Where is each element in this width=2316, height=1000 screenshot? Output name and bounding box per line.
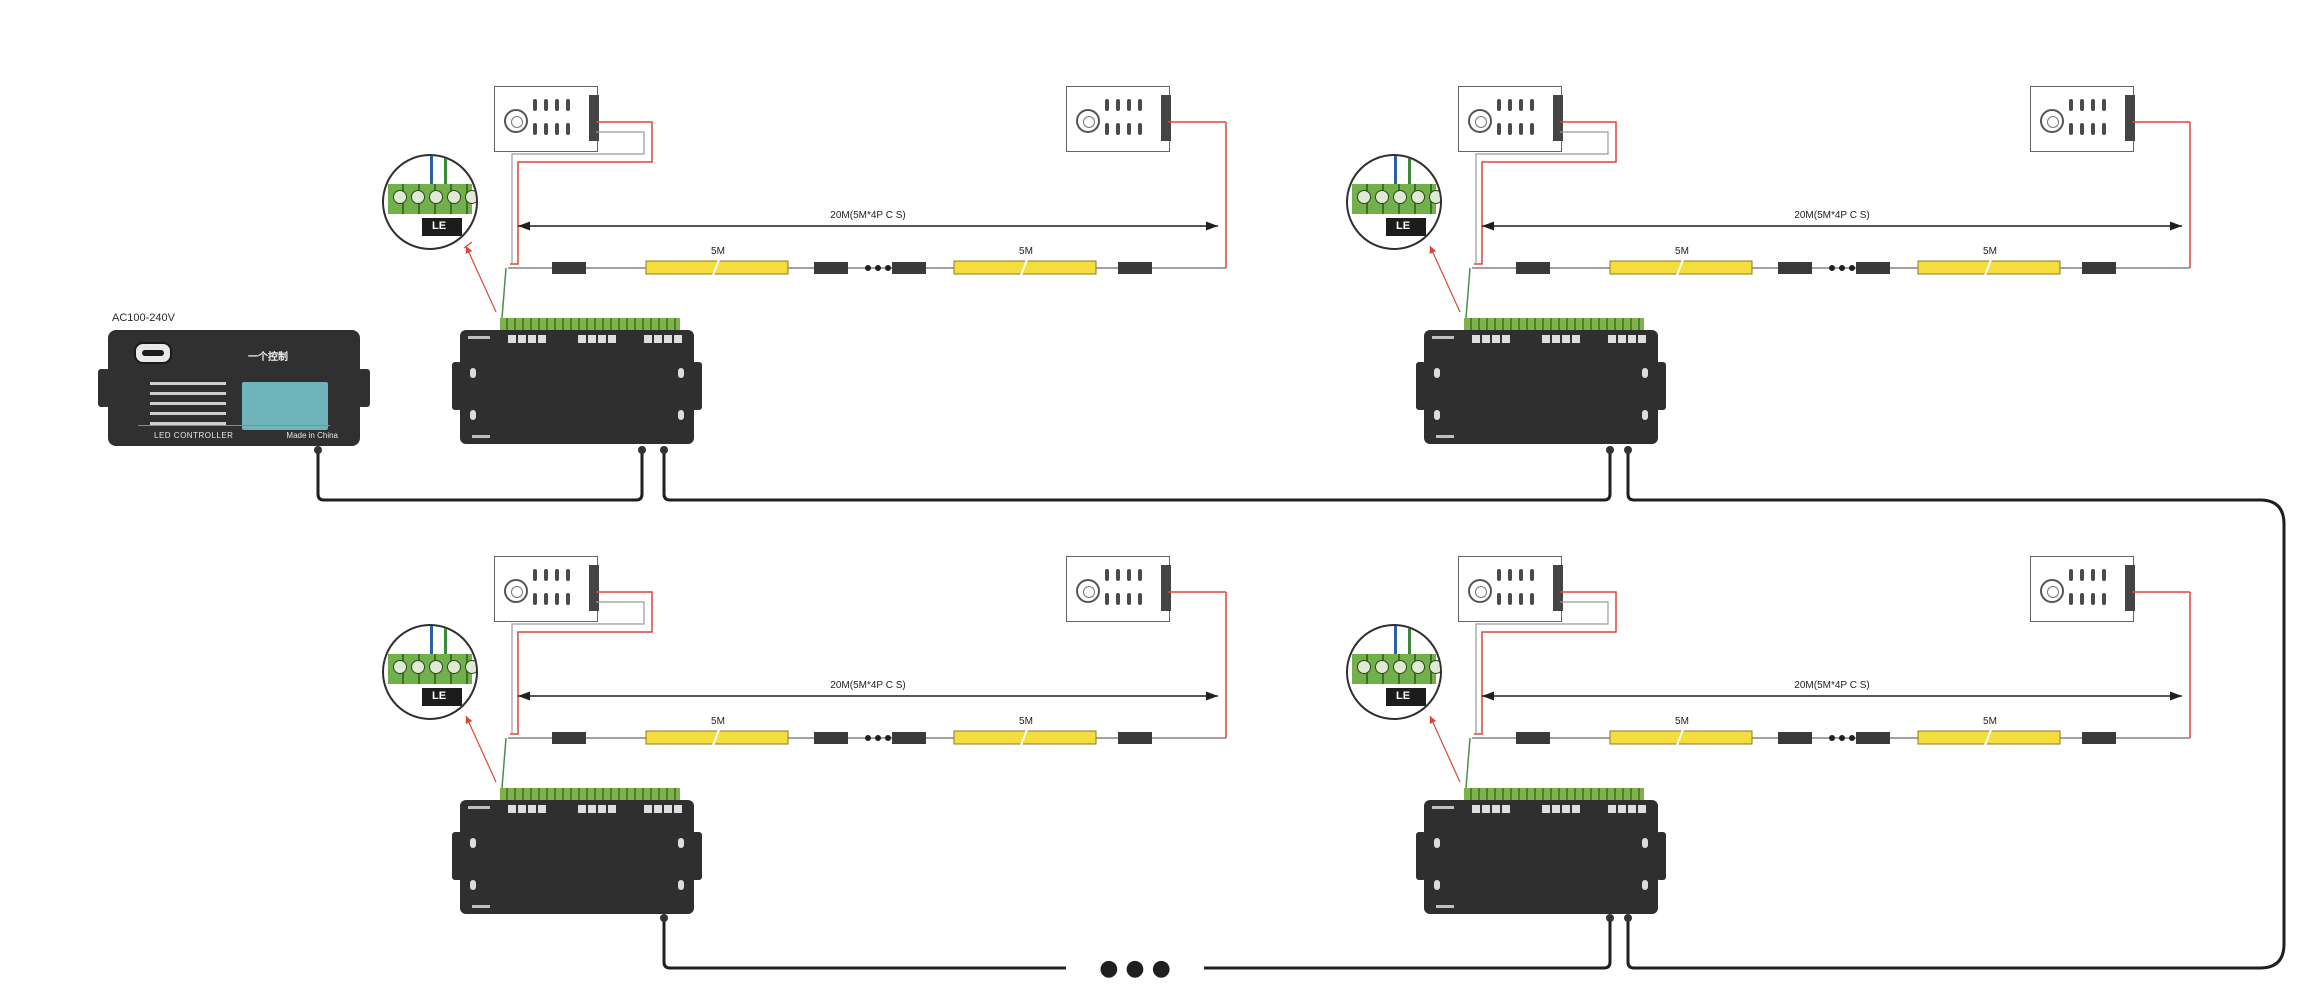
fan-icon (1076, 579, 1100, 603)
fan-icon (2040, 109, 2064, 133)
mount-tab (98, 369, 110, 407)
fan-icon (504, 109, 528, 133)
segment-label: 5M (1019, 716, 1033, 727)
controller-footer-right: Made in China (286, 431, 338, 440)
controller-footer-left: LED CONTROLLER (154, 431, 234, 440)
terminal-magnifier: LE (1346, 154, 1442, 250)
power-supply (2030, 86, 2135, 152)
strip-length-label: 20M(5M*4P C S) (830, 680, 905, 691)
magnifier-badge: LE (432, 220, 447, 232)
magnifier-badge: LE (1396, 690, 1411, 702)
controller-screen (242, 382, 328, 430)
spec-lines (150, 382, 226, 432)
terminal-block (1464, 788, 1644, 800)
power-supply (1458, 556, 1563, 622)
controller-brand-text: 一个控制 (248, 352, 288, 363)
receiver-unit-4 (1416, 788, 1666, 914)
segment-label: 5M (1019, 246, 1033, 257)
fan-icon (1468, 579, 1492, 603)
segment-label: 5M (1983, 246, 1997, 257)
terminal-block (500, 318, 680, 330)
segment-label: 5M (711, 246, 725, 257)
power-supply (1458, 86, 1563, 152)
terminal-magnifier: LE (1346, 624, 1442, 720)
continuation-ellipsis: ● ● ● (1099, 956, 1171, 981)
power-supply (1066, 86, 1171, 152)
divider (138, 425, 330, 426)
controller-voltage-label: AC100-240V (112, 312, 175, 324)
segment-label: 5M (711, 716, 725, 727)
receiver-unit-1 (452, 318, 702, 444)
terminal-magnifier: LE (382, 154, 478, 250)
segment-label: 5M (1675, 716, 1689, 727)
terminal-block (500, 788, 680, 800)
fan-icon (1468, 109, 1492, 133)
power-supply (494, 556, 599, 622)
brand-logo-icon (134, 342, 172, 364)
master-controller: 一个控制 LED CONTROLLER Made in China (98, 330, 370, 446)
strip-length-label: 20M(5M*4P C S) (830, 210, 905, 221)
mount-tab (358, 369, 370, 407)
strip-length-label: 20M(5M*4P C S) (1794, 210, 1869, 221)
terminal-block (1464, 318, 1644, 330)
segment-label: 5M (1983, 716, 1997, 727)
magnifier-badge: LE (432, 690, 447, 702)
magnifier-badge: LE (1396, 220, 1411, 232)
receiver-unit-3 (452, 788, 702, 914)
fan-icon (504, 579, 528, 603)
power-supply (494, 86, 599, 152)
receiver-unit-2 (1416, 318, 1666, 444)
fan-icon (1076, 109, 1100, 133)
strip-length-label: 20M(5M*4P C S) (1794, 680, 1869, 691)
power-supply (1066, 556, 1171, 622)
power-supply (2030, 556, 2135, 622)
segment-label: 5M (1675, 246, 1689, 257)
terminal-magnifier: LE (382, 624, 478, 720)
fan-icon (2040, 579, 2064, 603)
